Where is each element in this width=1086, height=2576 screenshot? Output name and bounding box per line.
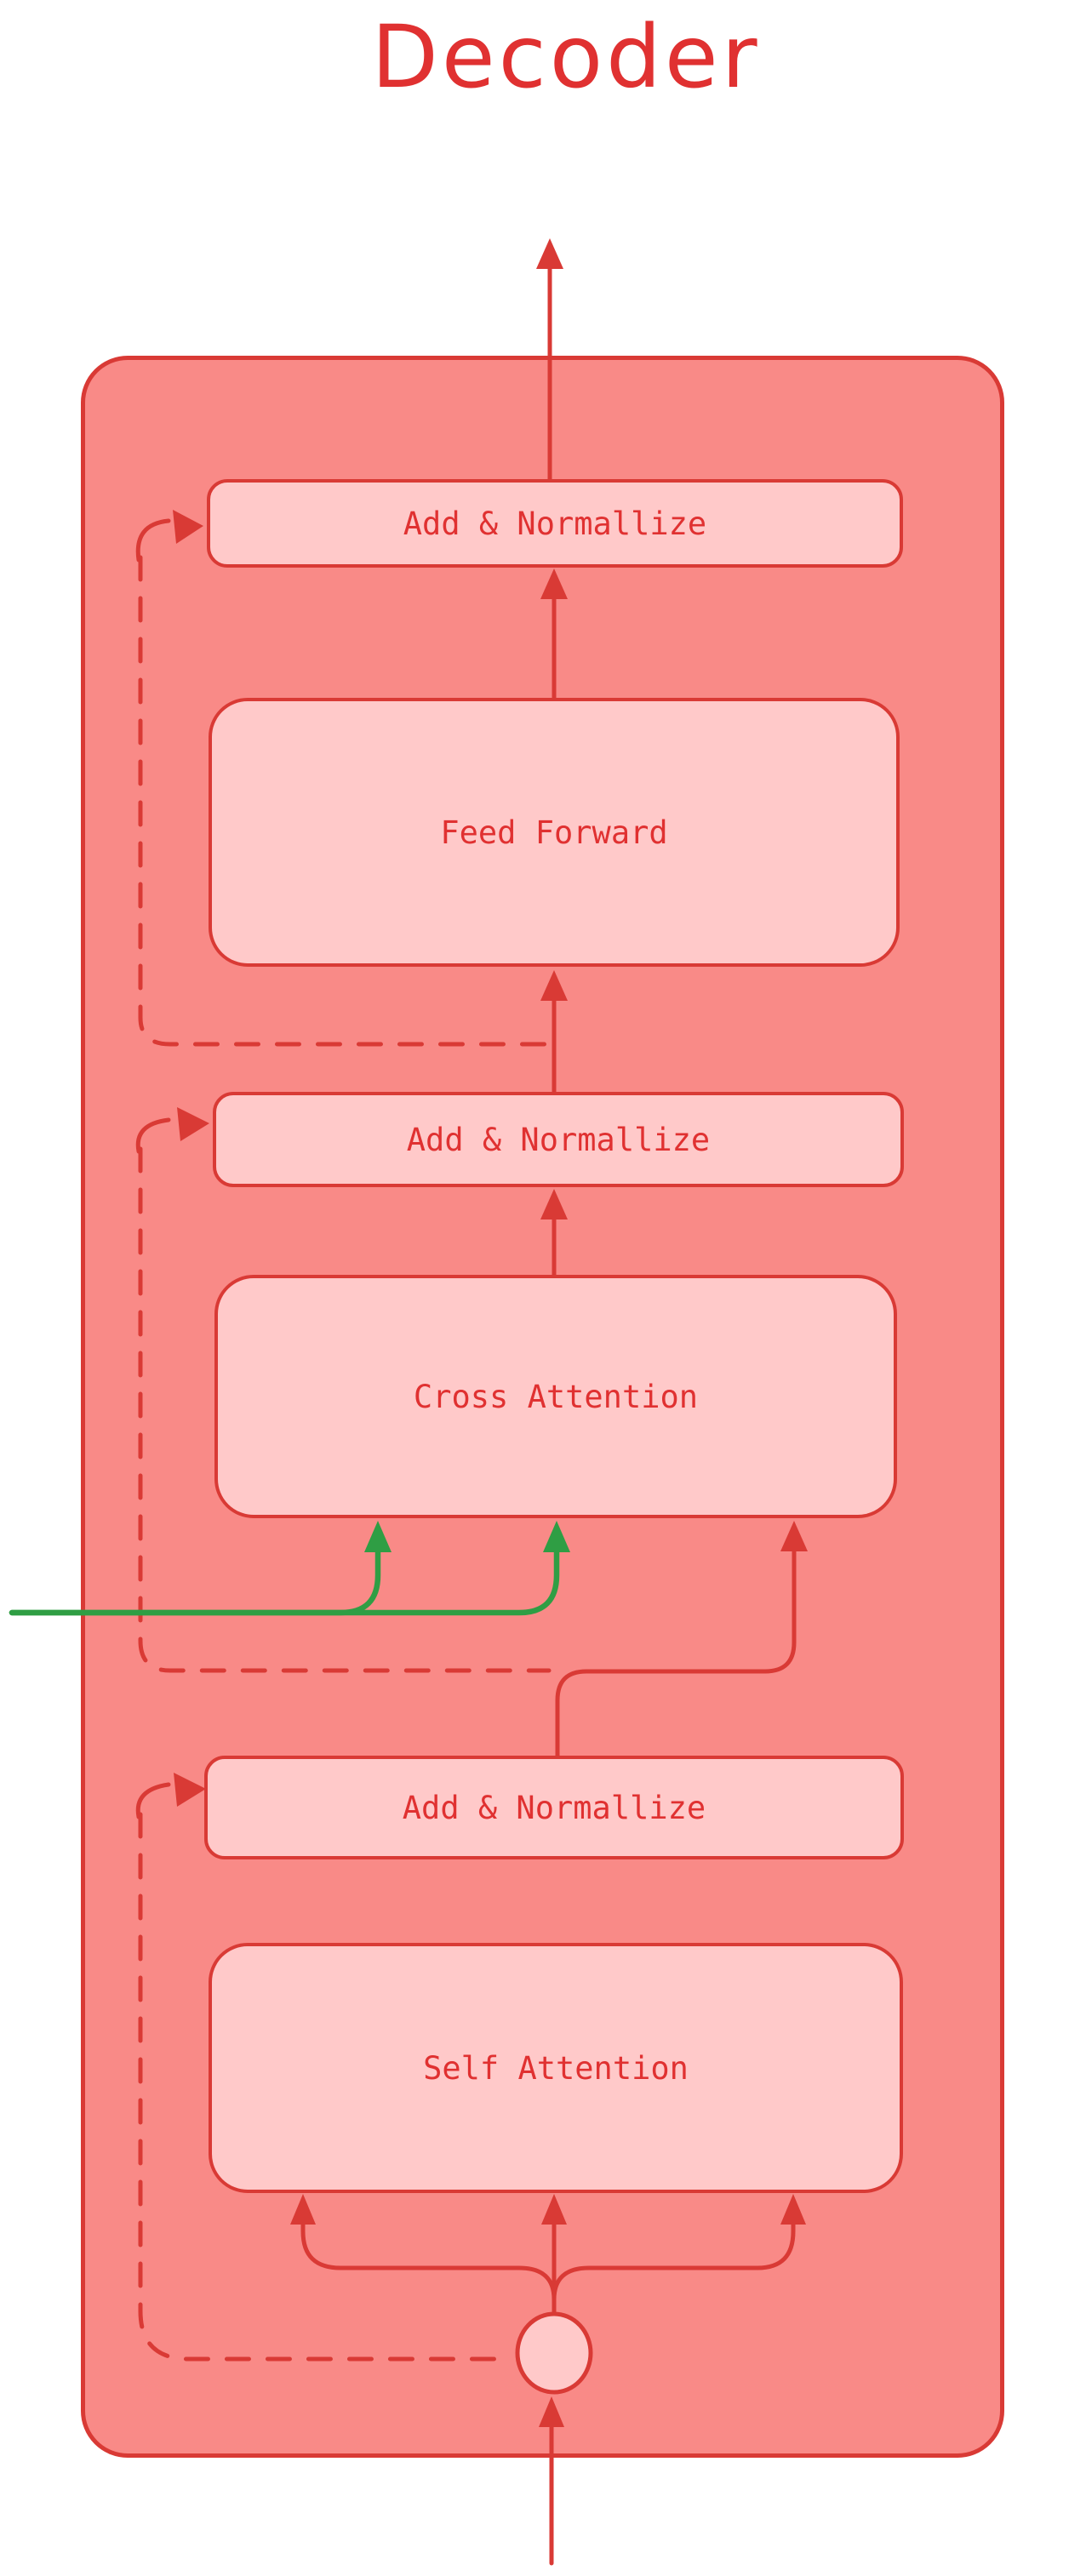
decoder-output-arrowhead-icon — [536, 238, 563, 269]
block-feed-forward-label: Feed Forward — [440, 814, 668, 851]
block-cross-attention-label: Cross Attention — [413, 1378, 699, 1415]
block-self-attention: Self Attention — [209, 1943, 903, 2193]
diagram-title: Decoder — [371, 7, 761, 108]
block-add-normalize-top: Add & Normallize — [207, 479, 903, 568]
block-add-normalize-middle-label: Add & Normallize — [406, 1121, 711, 1158]
block-add-normalize-top-label: Add & Normallize — [403, 505, 707, 542]
block-add-normalize-middle: Add & Normallize — [213, 1092, 904, 1187]
block-add-normalize-bottom-label: Add & Normallize — [402, 1789, 706, 1826]
block-add-normalize-bottom: Add & Normallize — [204, 1756, 904, 1859]
block-cross-attention: Cross Attention — [214, 1275, 897, 1518]
block-self-attention-label: Self Attention — [423, 2049, 689, 2087]
block-feed-forward: Feed Forward — [209, 698, 900, 967]
